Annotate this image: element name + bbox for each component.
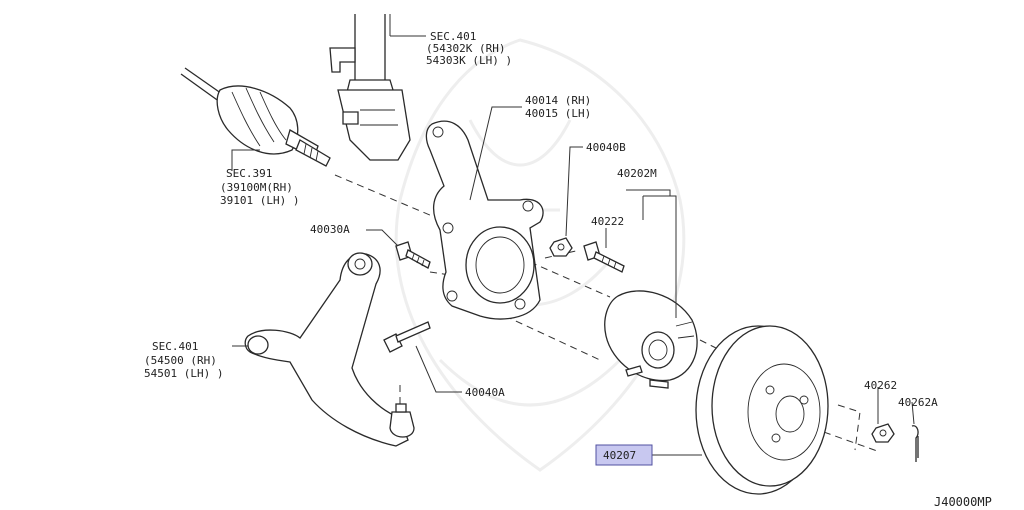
label-nut-40040b: 40040B (586, 141, 626, 154)
label-sec401-arm-rh: (54500 (RH) (144, 354, 217, 367)
bolt-40030a (395, 241, 431, 269)
label-sec391-rh: (39100M(RH) (220, 181, 293, 194)
hub-bolt-40222 (583, 241, 625, 273)
label-pin-40262a: 40262A (898, 396, 938, 409)
nut-40040b (549, 237, 573, 257)
cotter-pin-40262a (911, 425, 919, 462)
label-hub-bolt-40222: 40222 (591, 215, 624, 228)
steering-knuckle (425, 120, 544, 320)
label-rotor-40207[interactable]: 40207 (603, 449, 636, 462)
nut-40262 (871, 423, 895, 443)
label-sec401-strut-lh: 54303K (LH) ) (426, 54, 512, 67)
label-hub-40202m: 40202M (617, 167, 657, 180)
wheel-hub (604, 290, 698, 389)
drive-shaft (180, 67, 331, 167)
diagram-code: J40000MP (934, 495, 992, 509)
label-knuckle-rh: 40014 (RH) (525, 94, 591, 107)
lower-control-arm (244, 252, 415, 447)
label-sec391: SEC.391 (226, 167, 272, 180)
label-sec401-strut: SEC.401 (430, 30, 476, 43)
strut-assembly (329, 14, 411, 161)
rotor-label-highlight (595, 444, 653, 466)
callout-labels: SEC.401 (54302K (RH) 54303K (LH) ) 40014… (144, 30, 992, 509)
label-bolt-40030a: 40030A (310, 223, 350, 236)
brake-rotor (695, 325, 829, 495)
label-bolt-40040a: 40040A (465, 386, 505, 399)
bolt-40040a (383, 321, 431, 353)
label-nut-40262: 40262 (864, 379, 897, 392)
label-sec401-strut-rh: (54302K (RH) (426, 42, 505, 55)
label-sec401-arm-lh: 54501 (LH) ) (144, 367, 223, 380)
label-sec391-lh: 39101 (LH) ) (220, 194, 299, 207)
label-knuckle-lh: 40015 (LH) (525, 107, 591, 120)
leader-lines (231, 14, 915, 456)
label-sec401-arm: SEC.401 (152, 340, 198, 353)
